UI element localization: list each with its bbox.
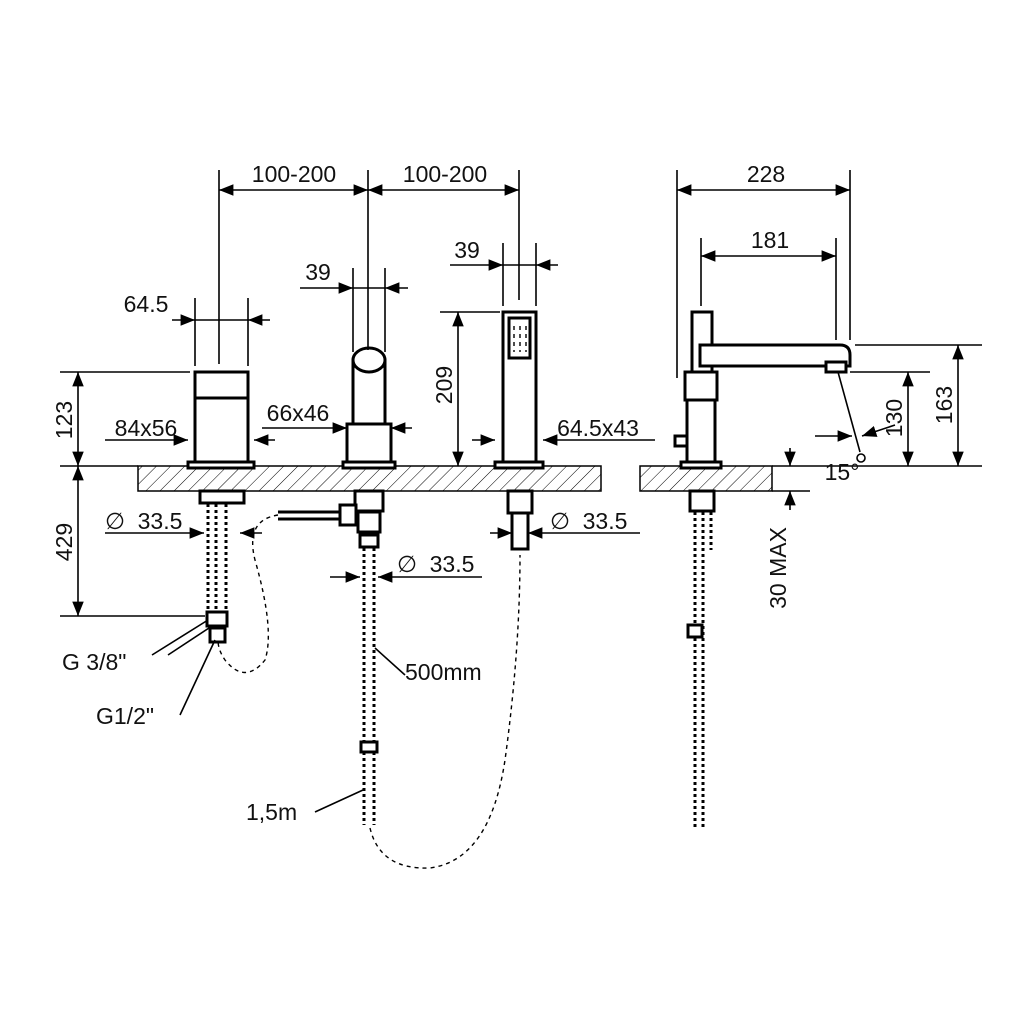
deck-section-side xyxy=(639,465,773,492)
deck-section-front xyxy=(137,465,602,492)
dimension-lines xyxy=(60,170,982,813)
label-base-mixer: 84x56 xyxy=(115,415,178,441)
diameter-symbol-shower: ∅ xyxy=(550,508,570,534)
label-hole-mixer: 33.5 xyxy=(138,508,183,534)
label-width-shower: 39 xyxy=(454,237,480,263)
label-spacing-left: 100-200 xyxy=(252,161,336,187)
spout-body xyxy=(278,346,397,825)
label-shank-length: 429 xyxy=(51,523,77,561)
label-thread-large: G1/2" xyxy=(96,703,154,729)
label-base-shower: 64.5x43 xyxy=(557,415,639,441)
label-spacing-right: 100-200 xyxy=(403,161,487,187)
label-spout-reach: 181 xyxy=(751,227,789,253)
side-view-body xyxy=(673,310,852,828)
label-hole-shower: 33.5 xyxy=(583,508,628,534)
label-hose-shower: 1,5m xyxy=(246,799,297,825)
diameter-symbol-spout: ∅ xyxy=(397,551,417,577)
label-deck-thickness: 30 MAX xyxy=(765,527,791,609)
diameter-symbol-mixer: ∅ xyxy=(105,508,125,534)
label-hose-spout: 500mm xyxy=(405,659,482,685)
label-hole-spout: 33.5 xyxy=(430,551,475,577)
label-height-spout-outlet: 130 xyxy=(881,399,907,437)
label-base-spout: 66x46 xyxy=(267,400,330,426)
hose-lines xyxy=(217,514,521,869)
label-width-spout: 39 xyxy=(305,259,331,285)
label-angle: 15° xyxy=(825,459,860,485)
label-overall-length: 228 xyxy=(747,161,785,187)
label-width-mixer: 64.5 xyxy=(124,291,169,317)
label-height-shower: 209 xyxy=(431,366,457,404)
label-thread-small: G 3/8" xyxy=(62,649,126,675)
mixer-body xyxy=(186,370,256,644)
hand-shower-body xyxy=(493,310,545,551)
label-height-mixer: 123 xyxy=(51,401,77,439)
label-height-spout-top: 163 xyxy=(931,386,957,424)
